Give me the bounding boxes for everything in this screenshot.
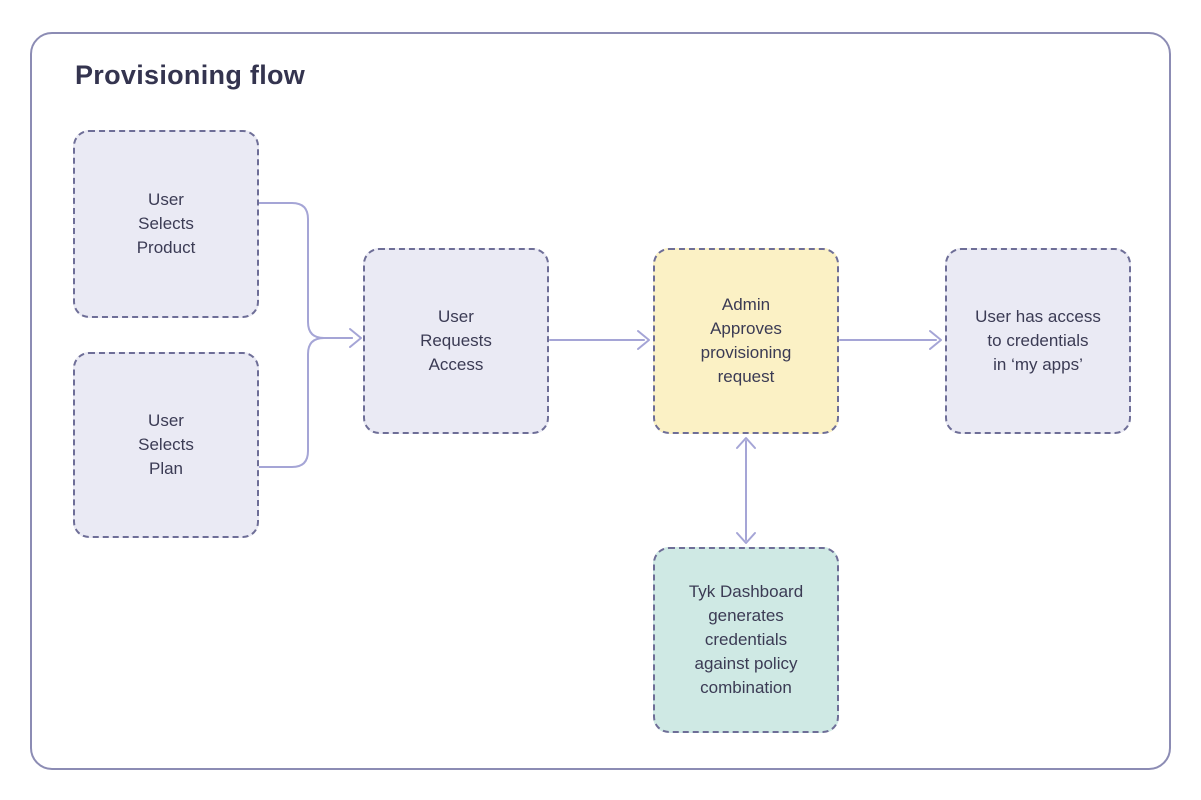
node-user-requests-access: User Requests Access xyxy=(363,248,549,434)
node-user-selects-product: User Selects Product xyxy=(73,130,259,318)
diagram-title: Provisioning flow xyxy=(75,60,306,90)
node-user-requests-access-label: User Requests Access xyxy=(420,306,492,375)
node-admin-approves-label: Admin Approves provisioning request xyxy=(700,294,792,387)
diagram-frame xyxy=(30,32,1171,770)
node-user-selects-plan-label: User Selects Plan xyxy=(138,410,194,479)
node-user-has-access-label: User has access to credentials in ‘my ap… xyxy=(975,306,1101,375)
node-user-selects-plan: User Selects Plan xyxy=(73,352,259,538)
node-user-has-access: User has access to credentials in ‘my ap… xyxy=(945,248,1131,434)
node-tyk-dashboard-label: Tyk Dashboard generates credentials agai… xyxy=(688,581,804,698)
node-user-selects-product-label: User Selects Product xyxy=(136,189,196,258)
node-admin-approves: Admin Approves provisioning request xyxy=(653,248,839,434)
node-tyk-dashboard: Tyk Dashboard generates credentials agai… xyxy=(653,547,839,733)
